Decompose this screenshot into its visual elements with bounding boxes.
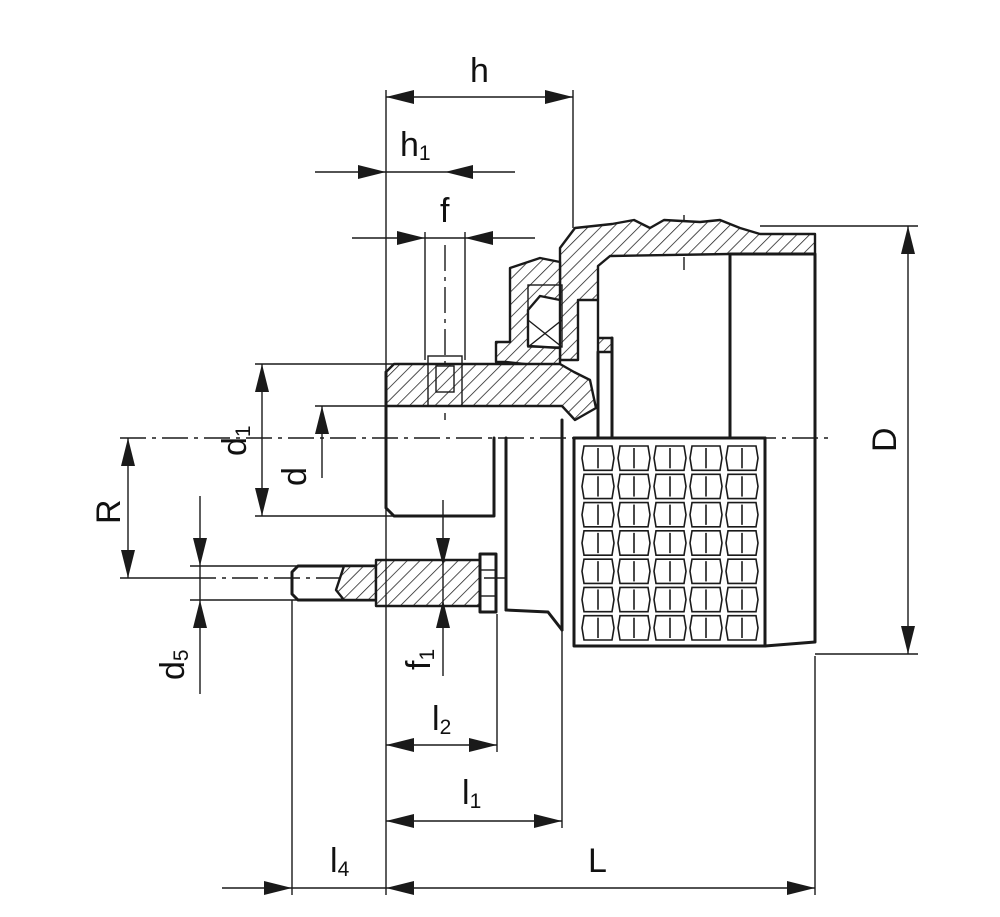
knob-shell-section <box>558 218 817 362</box>
label-d: d <box>276 467 314 486</box>
knurl-cell <box>689 530 723 556</box>
part-geometry <box>290 218 817 648</box>
set-screw <box>427 355 463 407</box>
svg-text:R: R <box>90 499 128 524</box>
label-f: f <box>440 192 450 230</box>
knurl-cell <box>617 614 651 641</box>
knurled-grip-outline <box>572 436 767 648</box>
knurl-cell <box>617 473 651 500</box>
label-h1: h1 <box>400 126 431 165</box>
knurl-cell <box>653 614 687 641</box>
label-d5: d5 <box>154 649 193 680</box>
knurl-cell <box>617 586 651 613</box>
collar-section <box>384 362 598 422</box>
knurl-cell <box>653 530 687 556</box>
flange-lower-outline <box>504 608 564 632</box>
knurl-cell <box>653 586 687 613</box>
knurl-cell <box>653 558 687 585</box>
label-D: D <box>866 427 904 452</box>
knurl-cell <box>581 473 615 500</box>
knurl-cell <box>617 558 651 585</box>
inner-cap-pocket-diag-2 <box>527 319 563 348</box>
knurl-cell <box>725 558 759 585</box>
label-l4: l4 <box>330 842 350 881</box>
set-screw-socket <box>435 365 455 393</box>
knurl-cell <box>689 614 723 641</box>
hex-nut <box>478 552 498 614</box>
label-R: R <box>90 499 128 524</box>
dimension-lines <box>121 90 915 895</box>
knurl-cell <box>689 501 723 528</box>
knurl-pattern <box>581 445 759 641</box>
knurl-cell <box>581 445 615 472</box>
knurl-cell <box>689 445 723 472</box>
label-h: h <box>470 52 489 90</box>
label-l1: l1 <box>462 774 481 813</box>
knurl-cell <box>725 501 759 528</box>
knurl-cell <box>581 614 615 641</box>
knurl-cell <box>581 501 615 528</box>
svg-text:d5: d5 <box>154 649 193 680</box>
svg-text:f1: f1 <box>400 649 439 670</box>
svg-text:d1: d1 <box>216 425 255 456</box>
svg-text:D: D <box>866 427 904 452</box>
svg-text:d: d <box>276 467 314 486</box>
knurl-cell <box>653 473 687 500</box>
knurl-cell <box>581 558 615 585</box>
knurl-cell <box>689 558 723 585</box>
knurl-cell <box>617 445 651 472</box>
extension-lines <box>120 90 918 895</box>
pin-thread-section <box>334 564 378 602</box>
label-L: L <box>588 842 607 880</box>
knurl-cell <box>653 501 687 528</box>
knurl-cell <box>689 586 723 613</box>
label-d1: d1 <box>216 425 255 456</box>
knurl-cell <box>617 530 651 556</box>
dimension-labels: h h1 f d1 d R D d5 f1 l2 l1 l4 L <box>90 52 904 881</box>
knurl-cell <box>581 530 615 556</box>
threaded-sleeve <box>374 558 482 608</box>
knurl-cell <box>689 473 723 500</box>
knurl-cell <box>725 445 759 472</box>
knurl-cell <box>581 586 615 613</box>
knurl-cell <box>725 530 759 556</box>
label-l2: l2 <box>432 700 451 739</box>
knurl-cell <box>617 501 651 528</box>
label-f1: f1 <box>400 649 439 670</box>
collar-bore-outline <box>384 404 496 518</box>
knurl-cell <box>725 586 759 613</box>
knurl-cell <box>725 473 759 500</box>
knurl-cell <box>725 614 759 641</box>
inner-cap-pocket <box>527 284 563 348</box>
knurl-cell <box>653 445 687 472</box>
